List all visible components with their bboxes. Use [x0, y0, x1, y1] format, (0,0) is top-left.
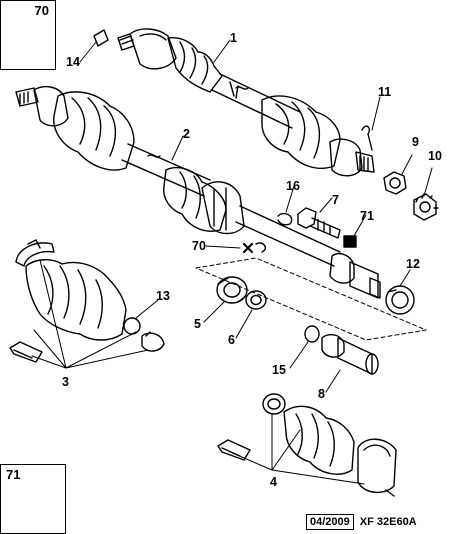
inset-top-label: 70 — [34, 3, 49, 18]
part-71-marker — [343, 235, 357, 248]
callout-12: 12 — [406, 257, 420, 271]
footer-ref: XF 32E60A — [359, 516, 417, 528]
callout-14: 14 — [66, 55, 80, 69]
part-9-nut — [383, 171, 407, 195]
footer-date: 04/2009 — [306, 514, 354, 530]
footer-reference: 04/2009 XF 32E60A — [306, 514, 417, 530]
callout-4: 4 — [270, 475, 277, 489]
inset-bottom-label: 71 — [6, 467, 21, 482]
part-7-bolt — [297, 207, 341, 239]
callout-13: 13 — [156, 289, 170, 303]
callout-2: 2 — [183, 127, 190, 141]
part-70-cross — [242, 242, 254, 254]
part-15-oring — [304, 325, 320, 343]
callout-5: 5 — [194, 317, 201, 331]
part-8-sleeve — [321, 333, 379, 375]
callout-1: 1 — [230, 31, 237, 45]
part-11-pin — [361, 125, 373, 151]
part-5-bearing — [216, 276, 248, 304]
kit-3-drawing — [9, 239, 165, 363]
driveshaft-2-drawing — [15, 85, 381, 299]
leader-lines — [31, 39, 433, 485]
callout-9: 9 — [412, 135, 419, 149]
exploded-frame — [195, 257, 427, 341]
inset-bottom: 71 — [0, 464, 66, 534]
part-16-clip — [277, 212, 293, 226]
callout-70: 70 — [192, 239, 206, 253]
callout-3: 3 — [62, 375, 69, 389]
callout-8: 8 — [318, 387, 325, 401]
callout-11: 11 — [378, 85, 392, 99]
callout-7: 7 — [332, 193, 339, 207]
driveshaft-1-drawing — [117, 28, 375, 177]
part-12-washer — [385, 285, 415, 315]
callout-6: 6 — [228, 333, 235, 347]
callout-16: 16 — [286, 179, 300, 193]
part-14-clip — [93, 29, 109, 47]
part-6-ring — [245, 290, 267, 310]
kit-4-drawing — [217, 393, 397, 497]
callout-15: 15 — [272, 363, 286, 377]
callout-10: 10 — [428, 149, 442, 163]
part-10-castle-nut — [413, 193, 439, 221]
callout-71: 71 — [360, 209, 374, 223]
inset-top: 70 — [0, 0, 56, 70]
